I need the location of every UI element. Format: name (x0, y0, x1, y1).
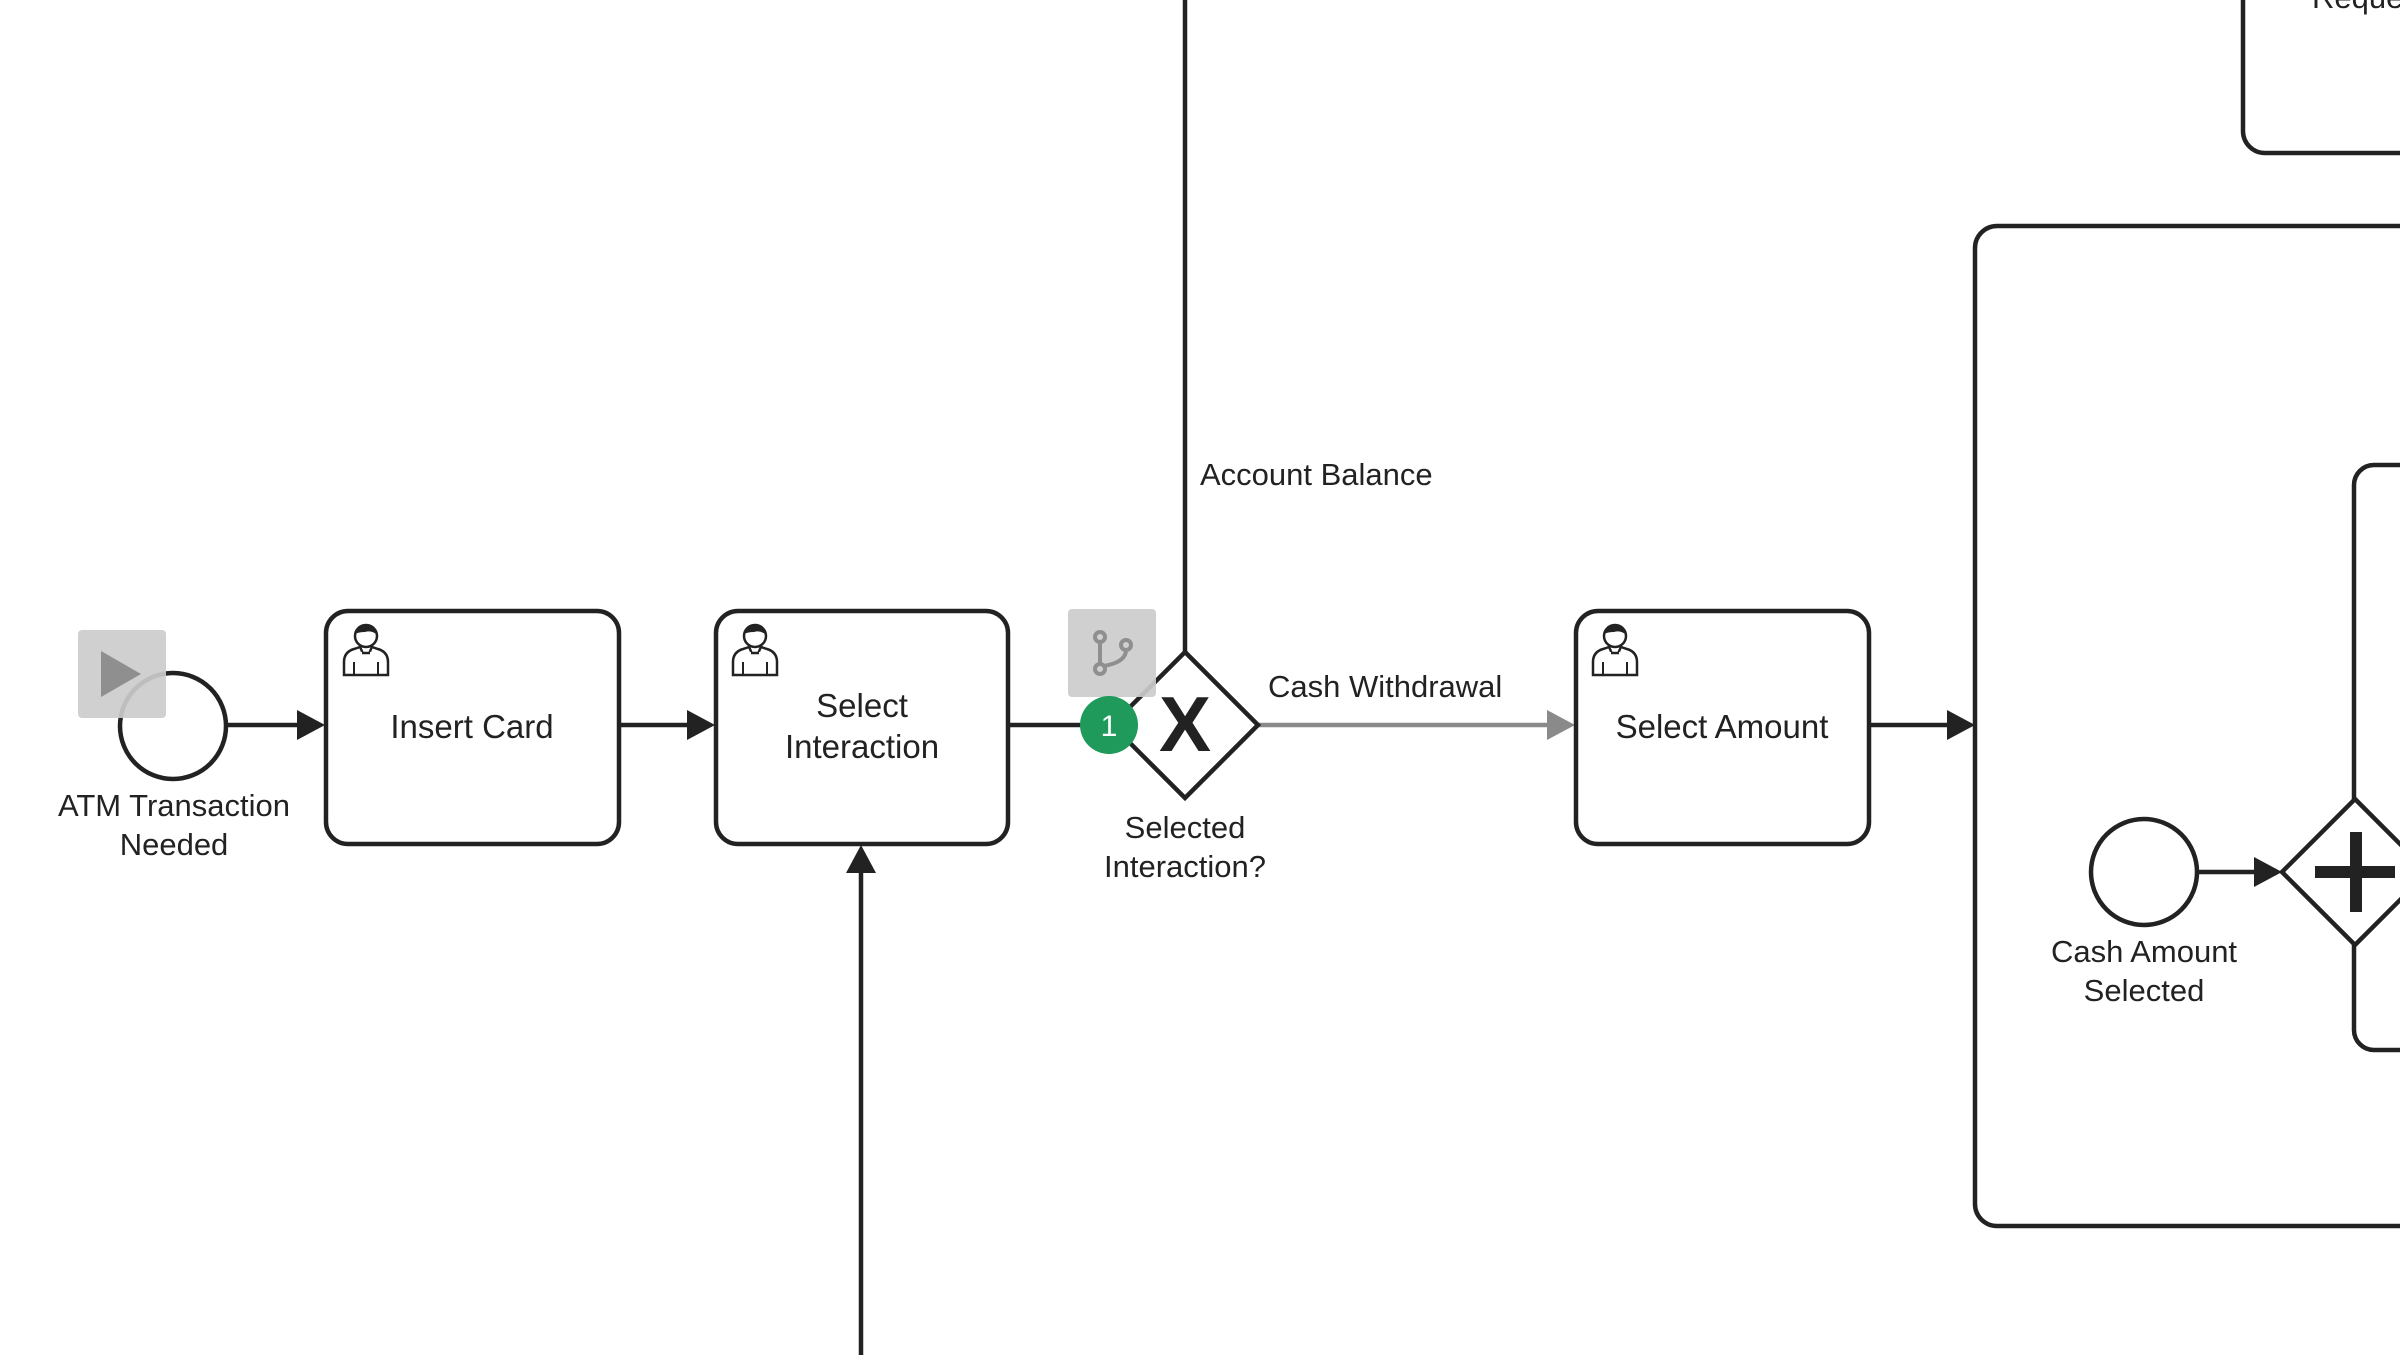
task-select-interaction[interactable]: Select Interaction (713, 608, 1011, 847)
token-count-badge[interactable]: 1 (1080, 696, 1138, 754)
gateway-label-line2: Interaction? (1104, 849, 1266, 884)
subprocess-start-event[interactable] (2088, 816, 2200, 928)
flow-label-account-balance: Account Balance (1200, 457, 1433, 492)
arrowhead (2254, 857, 2282, 887)
subprocess-start-label-line2: Selected (2084, 973, 2205, 1008)
token-count: 1 (1101, 710, 1118, 743)
gateway-exclusive-marker: X (1159, 680, 1211, 768)
start-event-label-line2: Needed (120, 827, 229, 862)
arrowhead (846, 845, 876, 873)
task-insert-card[interactable]: Insert Card (323, 608, 622, 847)
user-icon (1591, 623, 1639, 677)
task-select-interaction-label-line1: Select (816, 687, 908, 724)
task-partial-top-right[interactable]: Reque (2240, 0, 2400, 156)
sequence-flows (227, 0, 2282, 1355)
arrowhead (687, 710, 715, 740)
subprocess[interactable] (1972, 223, 2400, 1229)
gateway-selected-interaction[interactable]: X (1108, 648, 1262, 802)
parallel-marker-horizontal (2315, 866, 2395, 878)
task-partial-label: Reque (2312, 0, 2400, 15)
arrowhead (297, 710, 325, 740)
flow-label-cash-withdrawal: Cash Withdrawal (1268, 669, 1502, 704)
task-select-amount[interactable]: Select Amount (1573, 608, 1872, 847)
start-event-label-line1: ATM Transaction (58, 788, 290, 823)
user-icon (342, 623, 390, 677)
user-icon (731, 623, 779, 677)
arrowhead (1947, 710, 1975, 740)
gateway-label-line1: Selected (1125, 810, 1246, 845)
subprocess-inner-task[interactable] (2351, 462, 2400, 1053)
start-event-run-overlay[interactable] (78, 630, 166, 718)
play-icon (101, 651, 141, 697)
gateway-branch-overlay[interactable] (1068, 609, 1156, 697)
branch-icon (1093, 630, 1133, 676)
task-insert-card-label: Insert Card (390, 708, 553, 745)
task-select-interaction-label-line2: Interaction (785, 728, 939, 765)
task-select-amount-label: Select Amount (1616, 708, 1829, 745)
arrowhead-active (1547, 710, 1575, 740)
subprocess-start-label-line1: Cash Amount (2051, 934, 2237, 969)
parallel-gateway[interactable] (2278, 795, 2400, 949)
